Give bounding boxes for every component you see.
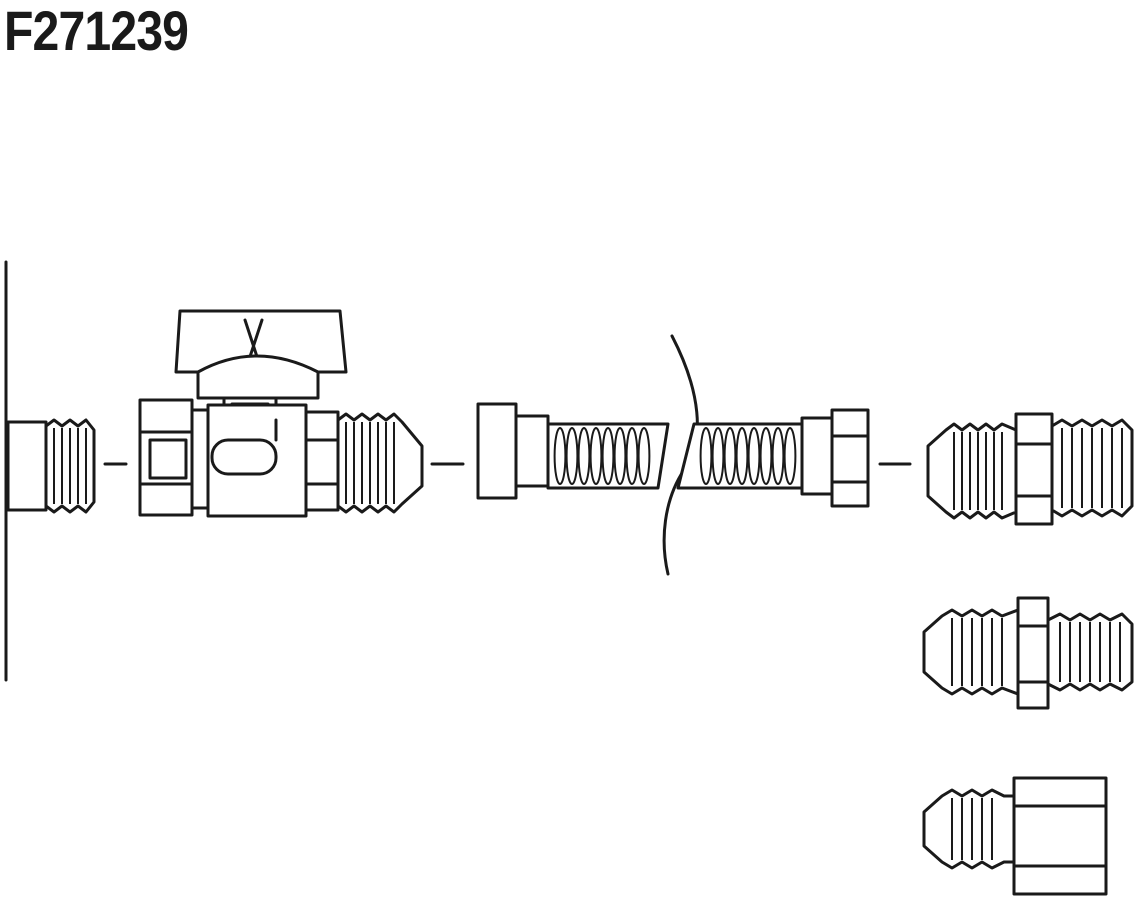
hose-coil bbox=[625, 427, 639, 485]
flare-adapter-1 bbox=[926, 412, 1134, 526]
hose-coil bbox=[711, 427, 725, 485]
hose-coil bbox=[589, 427, 603, 485]
ball-valve bbox=[138, 309, 424, 518]
flexible-connector-right-end bbox=[676, 408, 870, 508]
wall-pipe-stub bbox=[6, 418, 96, 514]
hose-coil bbox=[553, 427, 567, 485]
part-number-title: F271239 bbox=[4, 0, 189, 62]
hose-coil bbox=[723, 427, 737, 485]
hose-coil bbox=[747, 427, 761, 485]
hose-coil bbox=[613, 427, 627, 485]
hose-coil bbox=[771, 427, 785, 485]
hose-coil bbox=[759, 427, 773, 485]
hose-coil bbox=[699, 427, 713, 485]
hose-coil bbox=[637, 427, 651, 485]
flare-adapter-2 bbox=[922, 596, 1134, 710]
hose-coil bbox=[783, 427, 797, 485]
hose-coil bbox=[577, 427, 591, 485]
hose-coil bbox=[735, 427, 749, 485]
hose-coil bbox=[565, 427, 579, 485]
flare-adapter-3 bbox=[922, 776, 1108, 896]
flexible-connector-left-end bbox=[476, 402, 670, 500]
hose-coil bbox=[601, 427, 615, 485]
